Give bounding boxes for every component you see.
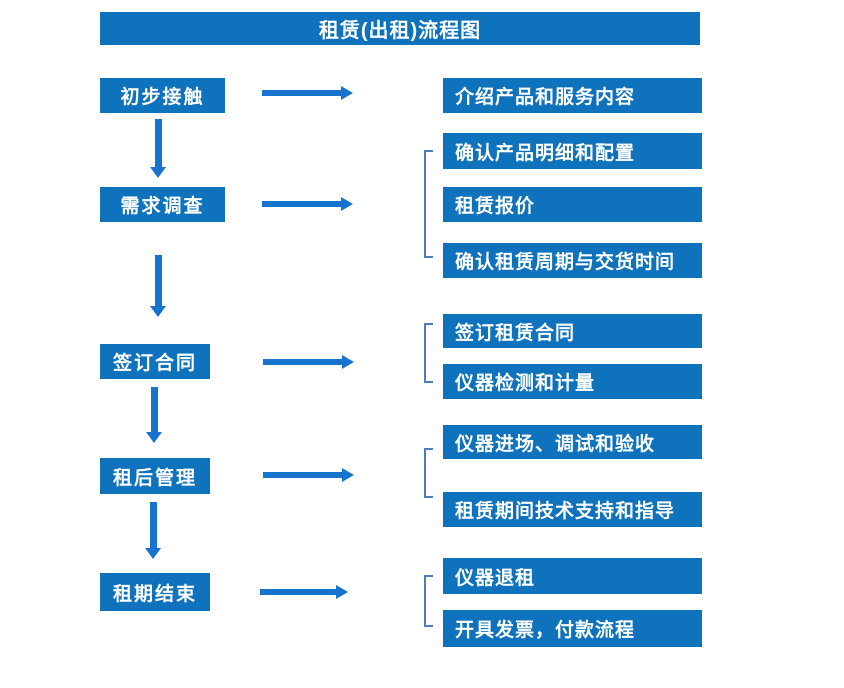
down-arrow-icon bbox=[146, 387, 162, 443]
step-box-demand-survey: 需求调查 bbox=[100, 187, 225, 222]
detail-box-introduce-products: 介绍产品和服务内容 bbox=[443, 78, 702, 113]
detail-box-instrument-testing: 仪器检测和计量 bbox=[443, 364, 702, 399]
detail-box-tech-support: 租赁期间技术支持和指导 bbox=[443, 492, 702, 527]
right-arrow-icon bbox=[263, 355, 354, 369]
detail-box-confirm-product-details: 确认产品明细和配置 bbox=[443, 133, 702, 169]
down-arrow-icon bbox=[150, 119, 166, 178]
detail-box-rental-quote: 租赁报价 bbox=[443, 187, 702, 222]
right-arrow-icon bbox=[260, 585, 348, 599]
step-box-post-rental-management: 租后管理 bbox=[100, 458, 210, 494]
group-bracket-demand-survey bbox=[424, 150, 433, 258]
step-box-sign-contract: 签订合同 bbox=[100, 344, 210, 379]
group-bracket-rental-end bbox=[424, 575, 433, 627]
step-box-rental-end: 租期结束 bbox=[100, 573, 210, 611]
detail-box-instrument-entry: 仪器进场、调试和验收 bbox=[443, 425, 702, 459]
detail-box-instrument-return: 仪器退租 bbox=[443, 558, 702, 594]
detail-box-confirm-rental-cycle: 确认租赁周期与交货时间 bbox=[443, 243, 702, 278]
right-arrow-icon bbox=[263, 468, 354, 482]
down-arrow-icon bbox=[150, 255, 166, 317]
step-box-initial-contact: 初步接触 bbox=[100, 78, 225, 113]
down-arrow-icon bbox=[145, 502, 161, 559]
detail-box-sign-rental-contract: 签订租赁合同 bbox=[443, 314, 702, 348]
right-arrow-icon bbox=[262, 86, 353, 100]
group-bracket-post-rental bbox=[424, 448, 433, 498]
right-arrow-icon bbox=[262, 197, 353, 211]
group-bracket-sign-contract bbox=[424, 323, 433, 383]
diagram-title: 租赁(出租)流程图 bbox=[100, 12, 700, 45]
detail-box-invoice-payment: 开具发票，付款流程 bbox=[443, 610, 702, 647]
